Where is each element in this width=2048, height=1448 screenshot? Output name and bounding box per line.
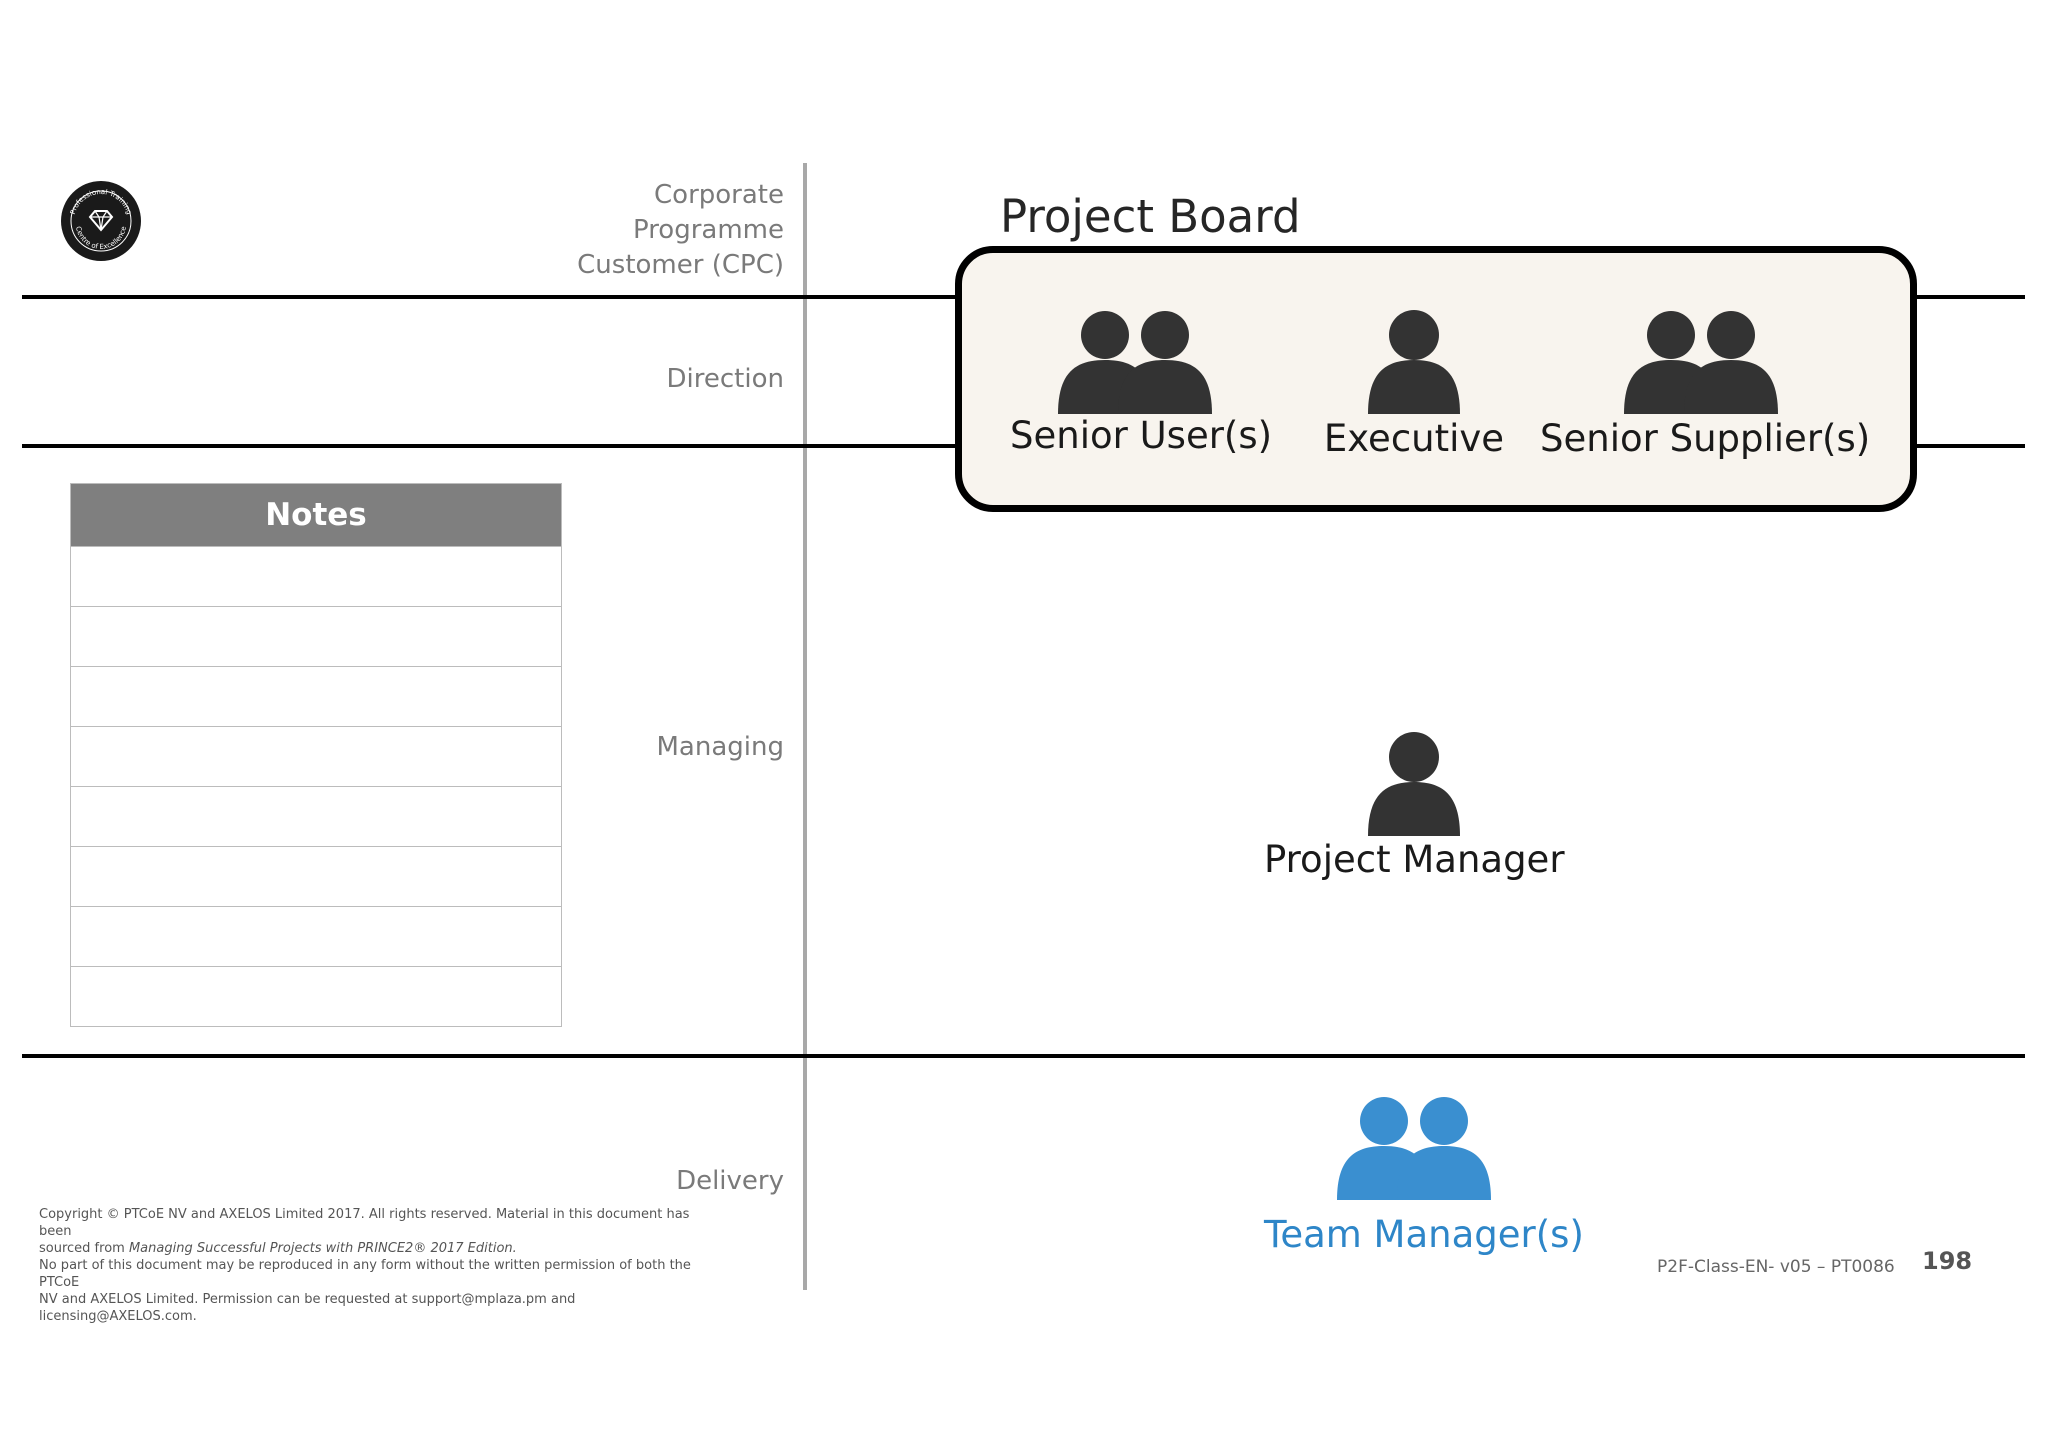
level-managing: Managing [656, 732, 785, 762]
level-divider-vertical [803, 163, 807, 1290]
copyright-line-1: Copyright © PTCoE NV and AXELOS Limited … [39, 1207, 690, 1239]
senior-supplier-group-icon [1624, 311, 1778, 414]
senior-supplier-label: Senior Supplier(s) [1540, 417, 1871, 460]
level-direction: Direction [666, 364, 784, 394]
notes-table: Notes [70, 483, 562, 1027]
notes-header: Notes [71, 484, 561, 546]
notes-row[interactable] [71, 966, 561, 1026]
divider-corporate-direction-left [22, 295, 957, 299]
level-corporate: Corporate Programme Customer (CPC) [577, 178, 784, 283]
notes-row[interactable] [71, 786, 561, 846]
executive-label: Executive [1323, 417, 1505, 460]
ptcoe-logo-icon: Professional Training Centre of Excellen… [61, 181, 141, 261]
executive-person-icon [1368, 310, 1460, 414]
notes-row[interactable] [71, 906, 561, 966]
divider-corporate-direction-right [1915, 295, 2025, 299]
notes-row[interactable] [71, 846, 561, 906]
document-code: P2F-Class-EN- v05 – PT0086 [1657, 1257, 1895, 1277]
project-manager-label: Project Manager [1264, 838, 1565, 881]
level-corporate-line-3: Customer (CPC) [577, 250, 784, 280]
level-delivery: Delivery [676, 1166, 784, 1196]
copyright-line-2: sourced from Managing Successful Project… [39, 1240, 719, 1257]
notes-row[interactable] [71, 666, 561, 726]
page-number: 198 [1922, 1247, 1973, 1275]
copyright-line-3: No part of this document may be reproduc… [39, 1258, 691, 1290]
senior-user-label: Senior User(s) [1010, 414, 1273, 457]
project-manager-person-icon [1368, 732, 1460, 836]
level-corporate-line-1: Corporate [654, 180, 784, 210]
level-corporate-line-2: Programme [632, 215, 784, 245]
team-manager-label: Team Manager(s) [1264, 1213, 1584, 1256]
notes-row[interactable] [71, 606, 561, 666]
copyright-line-4: NV and AXELOS Limited. Permission can be… [39, 1292, 576, 1324]
divider-managing-delivery [22, 1054, 2025, 1058]
copyright-notice: Copyright © PTCoE NV and AXELOS Limited … [39, 1206, 719, 1325]
divider-direction-managing-right [1915, 444, 2025, 448]
senior-user-group-icon [1058, 311, 1212, 414]
notes-row[interactable] [71, 546, 561, 606]
team-manager-group-icon [1337, 1097, 1491, 1200]
divider-direction-managing-left [22, 444, 957, 448]
project-board-title: Project Board [1000, 190, 1301, 243]
copyright-line-2-a: sourced from [39, 1241, 129, 1256]
notes-row[interactable] [71, 726, 561, 786]
copyright-line-2-b: Managing Successful Projects with PRINCE… [128, 1241, 517, 1256]
